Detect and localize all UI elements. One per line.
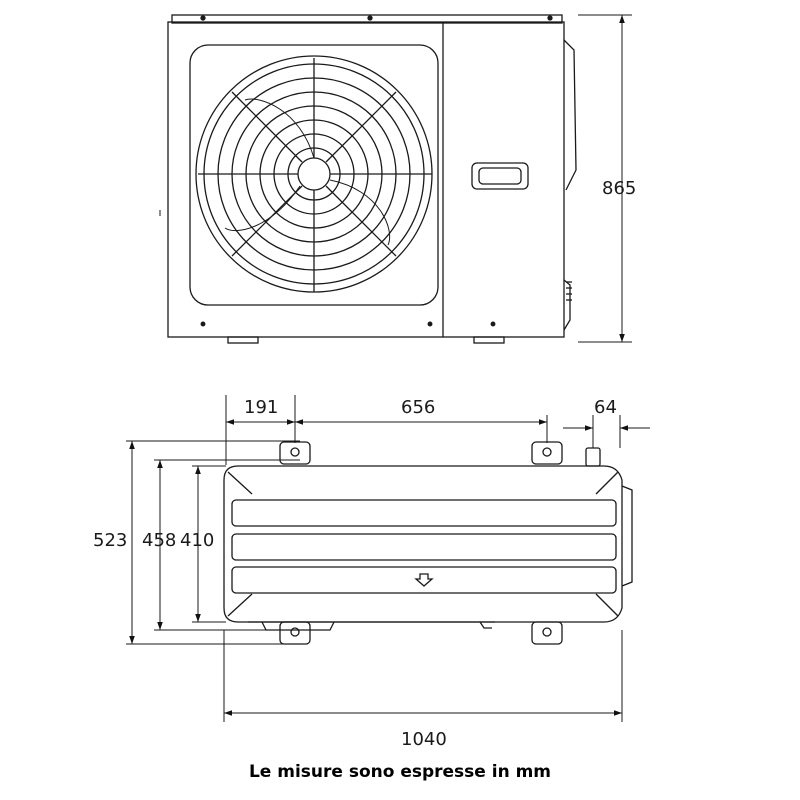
units-caption: Le misure sono espresse in mm bbox=[248, 762, 552, 782]
unit-body bbox=[167, 21, 565, 338]
service-valve bbox=[585, 447, 601, 467]
depth-mount-label: 458 bbox=[142, 530, 176, 551]
mount-spacing-label: 656 bbox=[401, 397, 435, 418]
louver-1 bbox=[231, 499, 617, 527]
depth-body-label: 410 bbox=[180, 530, 214, 551]
foot-left bbox=[227, 336, 259, 344]
mount-bracket-top-right bbox=[531, 441, 563, 465]
mount-bracket-bottom-left bbox=[279, 621, 311, 645]
height-label: 865 bbox=[602, 178, 636, 199]
offset-left-label: 191 bbox=[244, 397, 278, 418]
height-dimension bbox=[159, 14, 632, 343]
handle bbox=[471, 162, 529, 190]
top-view bbox=[223, 441, 633, 645]
front-view bbox=[167, 14, 577, 344]
fan-grille-frame bbox=[189, 44, 439, 306]
foot-right bbox=[473, 336, 505, 344]
louver-3 bbox=[231, 566, 617, 594]
top-view-dimensions bbox=[126, 395, 650, 722]
side-panel bbox=[563, 39, 577, 331]
width-label: 1040 bbox=[401, 729, 447, 750]
louver-2 bbox=[231, 533, 617, 561]
fan-grille bbox=[195, 55, 433, 293]
mount-bracket-bottom-right bbox=[531, 621, 563, 645]
depth-total-label: 523 bbox=[93, 530, 127, 551]
unit-top-cap bbox=[171, 14, 563, 24]
pipe-offset-label: 64 bbox=[594, 397, 617, 418]
mount-bracket-top-left bbox=[279, 441, 311, 465]
airflow-arrow-icon bbox=[414, 573, 434, 587]
unit-top-outline bbox=[223, 465, 623, 623]
